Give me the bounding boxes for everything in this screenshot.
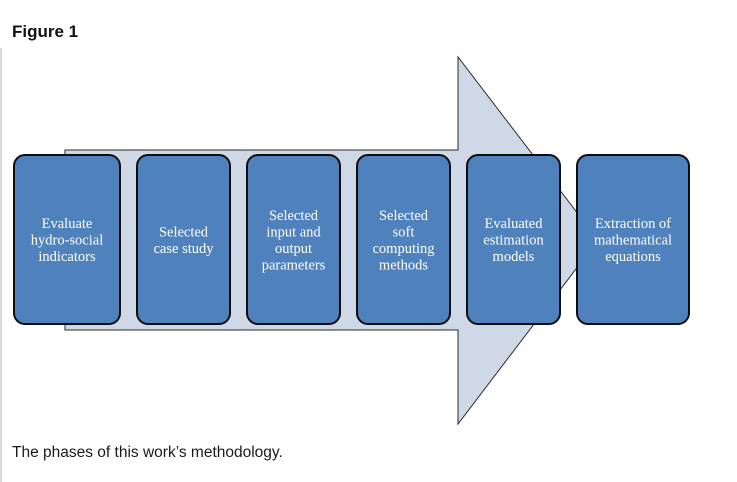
figure-caption: The phases of this work’s methodology. <box>12 444 283 461</box>
step-label-line: estimation <box>483 233 544 249</box>
step-label-line: case study <box>154 241 215 257</box>
figure-title: Figure 1 <box>12 22 79 41</box>
step-label-line: mathematical <box>594 233 672 249</box>
step-label-line: equations <box>605 249 661 265</box>
step-label-line: Selected <box>269 208 319 224</box>
step-box-shape <box>136 154 231 325</box>
step-box-shape <box>13 154 121 325</box>
step-label-line: computing <box>372 241 434 257</box>
step-label-line: input and <box>266 224 321 240</box>
steps-group: Evaluatehydro-socialindicatorsSelectedca… <box>13 154 690 325</box>
step-box-shape <box>356 154 451 325</box>
step-label-line: soft <box>393 224 415 240</box>
step-label-line: output <box>275 241 312 257</box>
step-label-line: parameters <box>262 257 326 273</box>
step-box-shape <box>246 154 341 325</box>
step-box-shape <box>466 154 561 325</box>
step-label-line: Selected <box>379 208 429 224</box>
left-border <box>0 48 2 482</box>
step-label-line: Evaluate <box>42 216 93 232</box>
step-label-line: indicators <box>38 249 96 265</box>
step-label-line: Selected <box>159 224 209 240</box>
step-label-line: Extraction of <box>595 216 671 232</box>
step-label-line: hydro-social <box>31 233 103 249</box>
step-box-shape <box>576 154 690 325</box>
step-label-line: Evaluated <box>485 216 544 232</box>
step-label-line: methods <box>379 257 428 273</box>
step-label-line: models <box>493 249 535 265</box>
